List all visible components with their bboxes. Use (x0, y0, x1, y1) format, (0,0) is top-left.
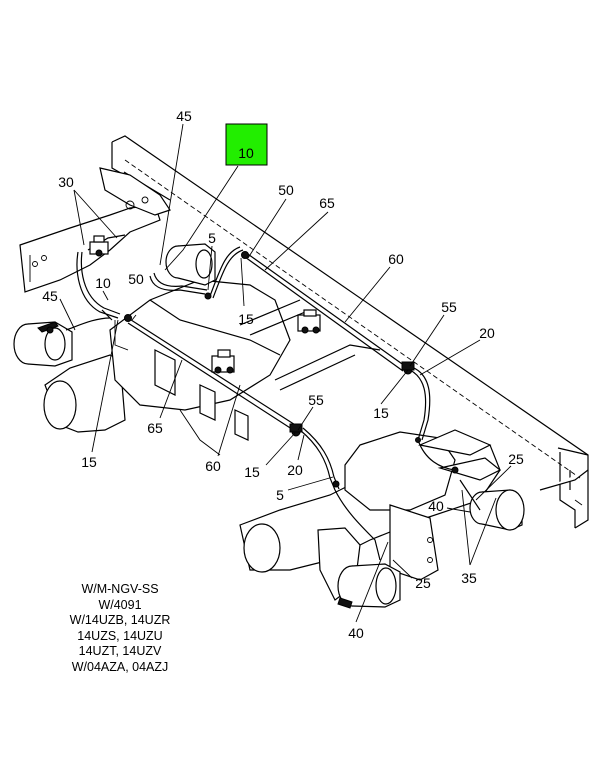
front-axle-housing (43, 279, 291, 456)
callout-5-top: 5 (208, 230, 216, 246)
leader-lines (59, 123, 512, 623)
callout-15-center: 15 (244, 464, 260, 480)
callout-55-center: 55 (308, 392, 324, 408)
note-line: 14UZS, 14UZU (77, 628, 163, 643)
applicability-notes: W/M-NGV-SS W/4091 W/14UZB, 14UZR 14UZS, … (40, 582, 200, 675)
relay-valve-center (211, 349, 235, 374)
note-line: W/14UZB, 14UZR (69, 613, 171, 627)
callout-10-left: 10 (95, 275, 111, 291)
callout-60-right: 60 (388, 251, 404, 267)
note-line: W/M-NGV-SS (81, 582, 159, 596)
callout-60-bottom: 60 (205, 458, 221, 474)
callout-45-top: 45 (176, 108, 192, 124)
callout-25-bottom: 25 (415, 575, 431, 591)
rear-left-brake-chamber (337, 563, 401, 609)
callout-25-right: 25 (508, 451, 524, 467)
callout-35: 35 (461, 570, 477, 586)
callout-15-top: 15 (238, 311, 254, 327)
highlight-label: 10 (238, 145, 254, 161)
air-lines (65, 234, 481, 561)
callout-40-bottom: 40 (348, 625, 364, 641)
highlight-part-10[interactable]: 10 (225, 123, 268, 166)
note-line: W/4091 (98, 597, 142, 612)
callout-55-right: 55 (441, 299, 457, 315)
callout-65-bottom: 65 (147, 420, 163, 436)
front-hanger-bracket (19, 167, 171, 293)
fittings (124, 251, 459, 488)
callout-50-left: 50 (128, 271, 144, 287)
relay-valve-front (89, 235, 109, 257)
callout-20-right: 20 (479, 325, 495, 341)
callout-30: 30 (58, 174, 74, 190)
callout-labels: 45 30 45 10 50 5 15 50 65 60 55 20 15 65… (42, 108, 524, 641)
crossmember (239, 299, 381, 391)
note-line: 14UZT, 14UZV (78, 644, 162, 658)
front-right-brake-chamber (165, 243, 216, 286)
callout-45-left: 45 (42, 288, 58, 304)
note-line: W/04AZA, 04AZJ (71, 659, 169, 674)
callout-15-left: 15 (81, 454, 97, 470)
callout-15-right: 15 (373, 405, 389, 421)
callout-50-top: 50 (278, 182, 294, 198)
front-brake-chamber (13, 321, 73, 367)
callout-5-bottom: 5 (276, 487, 284, 503)
callout-65-top: 65 (319, 195, 335, 211)
callout-20-center: 20 (287, 462, 303, 478)
relay-valve-upper (297, 309, 321, 334)
rear-axle-housing (239, 429, 589, 573)
rear-right-brake-chamber (469, 489, 525, 531)
callout-40-right: 40 (428, 498, 444, 514)
